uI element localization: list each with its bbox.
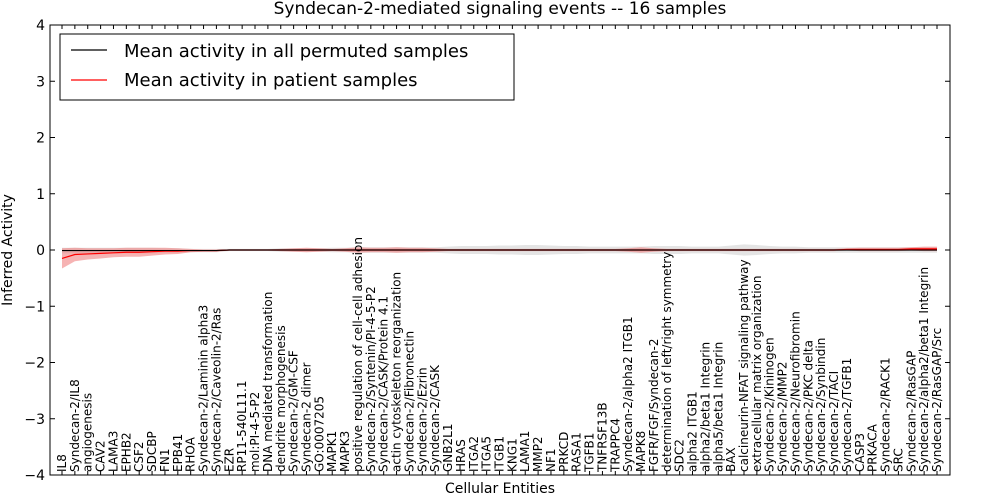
y-tick-label: −3 <box>24 412 45 428</box>
x-tick-label: SDC2 <box>673 439 687 472</box>
y-axis: 4 3 2 1 0 −1 −2 −3 −4 <box>24 18 950 484</box>
y-tick-label: 1 <box>36 187 45 203</box>
x-tick-label: RP11-540L11.1 <box>235 381 249 472</box>
x-tick-label: NF1 <box>544 448 558 472</box>
x-tick-label: mol:PI-4-5-P2 <box>248 392 262 472</box>
x-tick-label: Syndecan-2/Ezrin <box>415 367 429 472</box>
x-tick-label: GNB2L1 <box>441 424 455 472</box>
x-tick-label: Syndecan-2 dimer <box>299 362 313 472</box>
x-tick-label: MMP2 <box>531 436 545 472</box>
band-series-1 <box>62 246 937 269</box>
x-tick-label: Syndecan-2/alpha2 ITGB1 <box>621 316 635 472</box>
x-tick-label: GO:0007205 <box>312 396 326 472</box>
x-tick-label: Syndecan-2/TACI <box>827 371 841 472</box>
x-tick-label: TRAPPC4 <box>608 418 622 473</box>
x-tick-label: LAMA3 <box>106 431 120 472</box>
x-tick-label: LAMA1 <box>518 431 532 472</box>
x-tick-label: MAPK8 <box>634 431 648 472</box>
x-tick-label: SDCBP <box>145 431 159 472</box>
x-tick-label: Syndecan-2/RasGAP <box>904 351 918 472</box>
confidence-bands <box>62 244 937 269</box>
x-tick-label: alpha5/beta1 Integrin <box>711 342 725 472</box>
y-tick-label: 3 <box>36 74 45 90</box>
y-tick-label: −4 <box>24 468 45 484</box>
x-axis-label: Cellular Entities <box>445 481 555 497</box>
x-tick-label: ITGA2 <box>467 436 481 472</box>
x-tick-label: MAPK3 <box>338 431 352 472</box>
x-tick-label: positive regulation of cell-cell adhesio… <box>351 237 365 472</box>
x-tick-label: MAPK1 <box>325 431 339 472</box>
x-tick-label: ITGB1 <box>493 436 507 472</box>
y-tick-label: −2 <box>24 356 45 372</box>
x-tick-label: IL8 <box>55 454 69 472</box>
x-tick-label: Syndecan-2/RasGAP/Src <box>930 328 944 472</box>
y-tick-label: −1 <box>24 299 45 315</box>
x-tick-label: Syndecan-2/CASK <box>428 364 442 472</box>
y-tick-label: 0 <box>36 243 45 259</box>
x-tick-label: extracellular matrix organization <box>750 275 764 472</box>
y-tick-label: 2 <box>36 131 45 147</box>
x-tick-label: TGFB1 <box>583 433 597 473</box>
x-tick-label: RHOA <box>184 436 198 472</box>
legend-box <box>59 33 515 101</box>
x-tick-label: Syndecan-2/Synbindin <box>814 338 828 472</box>
x-tick-label: RASA1 <box>570 432 584 472</box>
legend: Mean activity in all permuted samples Me… <box>59 33 515 101</box>
x-tick-label: FN1 <box>158 448 172 472</box>
chart-title: Syndecan-2-mediated signaling events -- … <box>274 0 727 19</box>
x-tick-label: Syndecan-2/GM-CSF <box>287 350 301 472</box>
x-tick-label: Syndecan-2/Kininogen <box>763 337 777 472</box>
x-tick-label: determination of left/right symmetry <box>660 252 674 472</box>
x-tick-label: TNFRSF13B <box>595 402 609 473</box>
x-tick-label: Syndecan-2/Laminin alpha3 <box>197 305 211 472</box>
x-tick-label: Syndecan-2/IL8 <box>68 379 82 472</box>
x-tick-label: FGFR/FGF/Syndecan-2 <box>647 339 661 472</box>
x-tick-label: Syndecan-2/RACK1 <box>879 357 893 472</box>
x-tick-label: DNA mediated transformation <box>261 292 275 472</box>
x-tick-label: BAX <box>724 447 738 472</box>
x-tick-label: EPB41 <box>171 434 185 472</box>
y-axis-label: Inferred Activity <box>0 194 16 306</box>
x-tick-label: alpha2/beta1 Integrin <box>698 342 712 472</box>
x-tick-label: calcineurin-NFAT signaling pathway <box>737 259 751 472</box>
x-tick-label: Syndecan-2/CASK/Protein 4.1 <box>377 296 391 472</box>
x-tick-label: actin cytoskeleton reorganization <box>390 272 404 472</box>
x-tick-label: Syndecan-2/Caveolin-2/Ras <box>209 308 223 472</box>
x-tick-label: dendrite morphogenesis <box>274 325 288 472</box>
x-tick-label: EPHB2 <box>119 432 133 472</box>
x-tick-label: ITGA5 <box>480 436 494 472</box>
x-tick-label: CASP3 <box>853 433 867 472</box>
x-tick-label: angiogenesis <box>81 393 95 472</box>
x-tick-label: Syndecan-2/alpha2/beta1 Integrin <box>917 267 931 472</box>
x-tick-label: Syndecan-2/Fibronectin <box>402 331 416 472</box>
series-lines <box>61 248 937 260</box>
legend-label-patient: Mean activity in patient samples <box>124 70 418 91</box>
x-tick-label: CAV2 <box>94 440 108 472</box>
x-tick-label: KNG1 <box>505 438 519 472</box>
x-tick-label: CSF2 <box>132 441 146 472</box>
x-tick-label: Syndecan-2/Syntenin/PI-4-5-P2 <box>364 286 378 472</box>
x-tick-label: EZR <box>222 448 236 472</box>
line-series-0-overlay <box>62 249 937 252</box>
x-tick-label: PRKCD <box>557 432 571 472</box>
x-tick-label: Syndecan-2/MMP2 <box>776 362 790 472</box>
x-tick-label: PRKACA <box>866 423 880 472</box>
y-tick-label: 4 <box>36 18 45 34</box>
x-tick-label: Syndecan-2/Neurofibromin <box>788 311 802 472</box>
x-tick-label: alpha2 ITGB1 <box>686 391 700 472</box>
x-tick-label: Syndecan-2/PKC delta <box>801 340 815 472</box>
x-axis: IL8Syndecan-2/IL8angiogenesisCAV2LAMA3EP… <box>55 25 944 475</box>
x-tick-label: Syndecan-2/TGFB1 <box>840 358 854 472</box>
x-tick-label: SRC <box>891 448 905 472</box>
x-tick-label: HRAS <box>454 439 468 472</box>
legend-label-permuted: Mean activity in all permuted samples <box>124 41 468 62</box>
